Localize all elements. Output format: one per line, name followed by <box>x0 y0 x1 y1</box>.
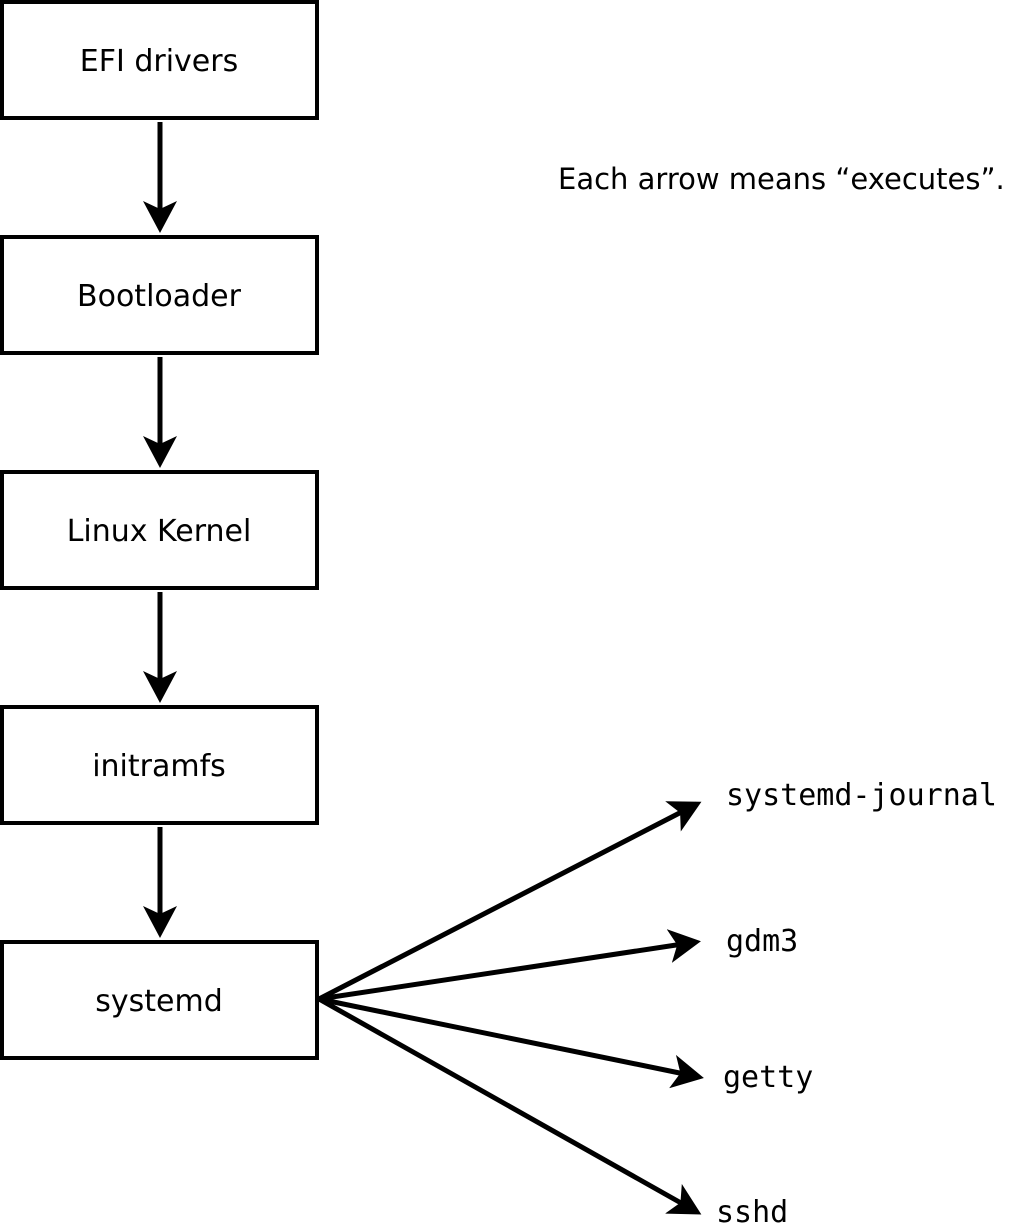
label-sshd: sshd <box>716 1195 788 1230</box>
arrow-systemd-to-journal <box>317 801 702 1002</box>
box-systemd-label: systemd <box>95 984 223 1019</box>
box-initramfs-label: initramfs <box>92 749 226 784</box>
arrow-systemd-to-getty <box>318 996 704 1089</box>
label-gdm3: gdm3 <box>726 924 798 959</box>
arrow-systemd-to-gdm3 <box>318 929 701 1002</box>
box-linux-kernel-rect <box>0 470 319 590</box>
box-linux-kernel-label: Linux Kernel <box>67 514 252 549</box>
label-systemd-journal: systemd-journal <box>726 778 997 813</box>
box-systemd-rect <box>0 940 319 1060</box>
box-bootloader-rect <box>0 235 319 355</box>
box-efi-drivers: EFI drivers <box>0 0 319 120</box>
arrow-systemd-to-sshd <box>317 996 702 1215</box>
box-bootloader-label: Bootloader <box>77 279 242 314</box>
box-initramfs-rect <box>0 705 319 825</box>
label-getty: getty <box>723 1060 813 1095</box>
box-initramfs: initramfs <box>0 705 319 825</box>
box-linux-kernel: Linux Kernel <box>0 470 319 590</box>
box-efi-drivers-rect <box>0 0 319 120</box>
box-systemd: systemd <box>0 940 319 1060</box>
box-efi-drivers-label: EFI drivers <box>80 44 238 79</box>
diagram-caption: Each arrow means “executes”. <box>558 162 1005 196</box>
box-bootloader: Bootloader <box>0 235 319 355</box>
